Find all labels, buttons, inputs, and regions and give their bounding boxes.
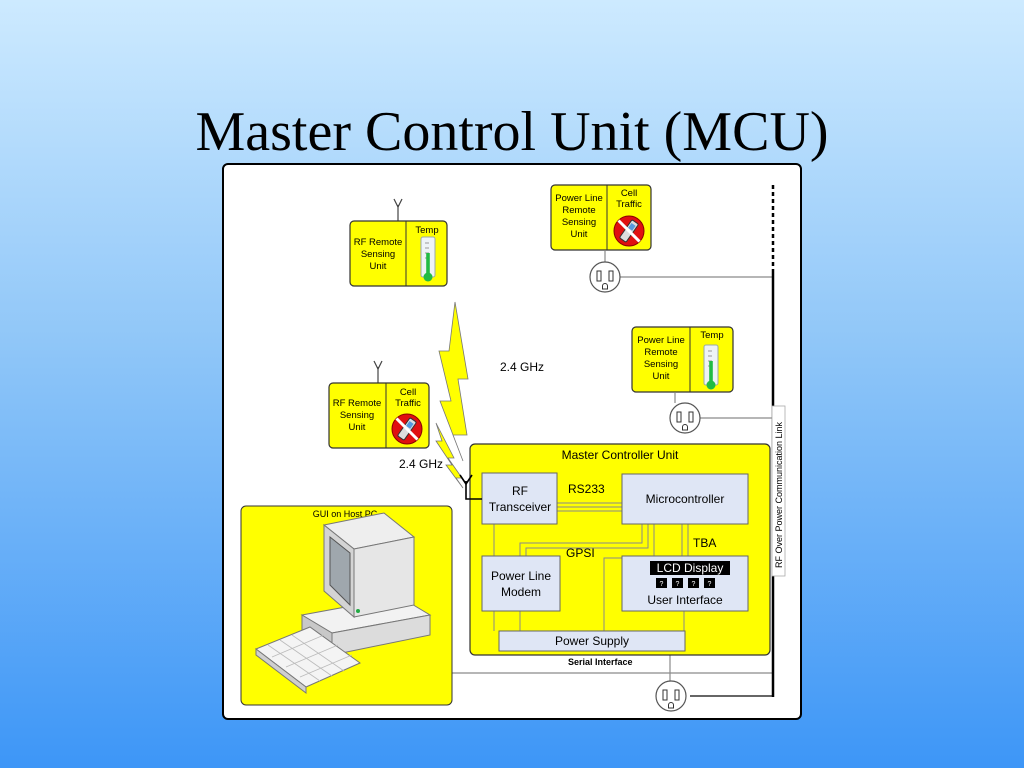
rf-transceiver-label: RF xyxy=(512,484,528,498)
rf-link-label: 2.4 GHz xyxy=(399,457,443,471)
sensor-label: Traffic xyxy=(616,199,642,210)
sensor-label: Temp xyxy=(700,330,723,341)
powerline-sensor-unit-temp: Power Line Remote Sensing Unit Temp xyxy=(631,326,734,393)
power-supply-label: Power Supply xyxy=(555,634,629,648)
lcd-key xyxy=(656,578,667,588)
unit-label-line: RF Remote xyxy=(333,398,382,409)
unit-label-line: Unit xyxy=(349,422,366,433)
modem-label: Modem xyxy=(501,585,541,599)
gpsi-label: GPSI xyxy=(566,546,595,560)
rf-link-label: 2.4 GHz xyxy=(500,360,544,374)
unit-label-line: Sensing xyxy=(340,410,374,421)
rs233-label: RS233 xyxy=(568,482,605,496)
powerline-sensor-unit-cell: Power Line Remote Sensing Unit Cell Traf… xyxy=(550,184,652,251)
master-controller-unit: Master Controller Unit RF Transceiver Mi… xyxy=(469,443,771,656)
lcd-display-label: LCD Display xyxy=(657,561,724,575)
lcd-key-label: ? xyxy=(692,581,696,588)
unit-label-line: Remote xyxy=(562,205,595,216)
rf-transceiver-label: Transceiver xyxy=(489,500,551,514)
unit-label-line: Unit xyxy=(653,371,670,382)
unit-label-line: Power Line xyxy=(637,335,685,346)
antenna-icon xyxy=(373,360,383,384)
sensor-label: Traffic xyxy=(395,398,421,409)
no-cellphone-icon xyxy=(612,214,646,248)
unit-label-line: Unit xyxy=(370,261,387,272)
microcontroller-label: Microcontroller xyxy=(646,492,725,506)
unit-label-line: RF Remote xyxy=(354,237,403,248)
power-outlet-icon xyxy=(669,402,701,434)
lcd-key xyxy=(688,578,699,588)
lcd-key-label: ? xyxy=(660,581,664,588)
power-outlet-icon xyxy=(655,680,687,712)
power-outlet-icon xyxy=(589,261,621,293)
tba-label: TBA xyxy=(693,536,716,550)
unit-label-line: Unit xyxy=(571,229,588,240)
lcd-key-label: ? xyxy=(676,581,680,588)
no-cellphone-icon xyxy=(390,412,424,446)
thermometer-icon xyxy=(703,344,719,390)
unit-label-line: Sensing xyxy=(644,359,678,370)
unit-label-line: Sensing xyxy=(361,249,395,260)
rf-power-link-label-group: RF Over Power Communication Link xyxy=(771,405,786,577)
sensor-label: Cell xyxy=(621,188,637,199)
antenna-icon xyxy=(393,198,403,222)
sensor-label: Temp xyxy=(415,225,438,236)
rf-power-link-label: RF Over Power Communication Link xyxy=(774,421,784,568)
mcu-antenna-icon xyxy=(465,481,482,500)
lcd-key xyxy=(672,578,683,588)
gui-host-pc: GUI on Host PC xyxy=(240,505,453,706)
unit-label-line: Sensing xyxy=(562,217,596,228)
system-diagram: RF Over Power Communication Link RF Remo… xyxy=(240,184,786,712)
rf-sensor-unit-temp: RF Remote Sensing Unit Temp xyxy=(349,198,448,287)
serial-interface-label: Serial Interface xyxy=(568,657,633,667)
rf-link-lightning-icon xyxy=(438,301,469,462)
thermometer-icon xyxy=(420,236,436,282)
gui-host-label: GUI on Host PC xyxy=(313,509,378,519)
modem-label: Power Line xyxy=(491,569,551,583)
lcd-key-label: ? xyxy=(708,581,712,588)
desktop-computer-icon xyxy=(300,512,432,656)
keyboard-icon xyxy=(254,626,361,695)
slide-title: Master Control Unit (MCU) xyxy=(195,101,829,163)
mcu-title: Master Controller Unit xyxy=(562,448,679,462)
rf-sensor-unit-cell: RF Remote Sensing Unit Cell Traffic xyxy=(328,360,430,449)
unit-label-line: Power Line xyxy=(555,193,603,204)
rf-link-lightning-icon xyxy=(435,422,464,489)
diagram-panel: RF Over Power Communication Link RF Remo… xyxy=(222,163,802,720)
lcd-key xyxy=(704,578,715,588)
sensor-label: Cell xyxy=(400,387,416,398)
user-interface-label: User Interface xyxy=(647,593,723,607)
unit-label-line: Remote xyxy=(644,347,677,358)
